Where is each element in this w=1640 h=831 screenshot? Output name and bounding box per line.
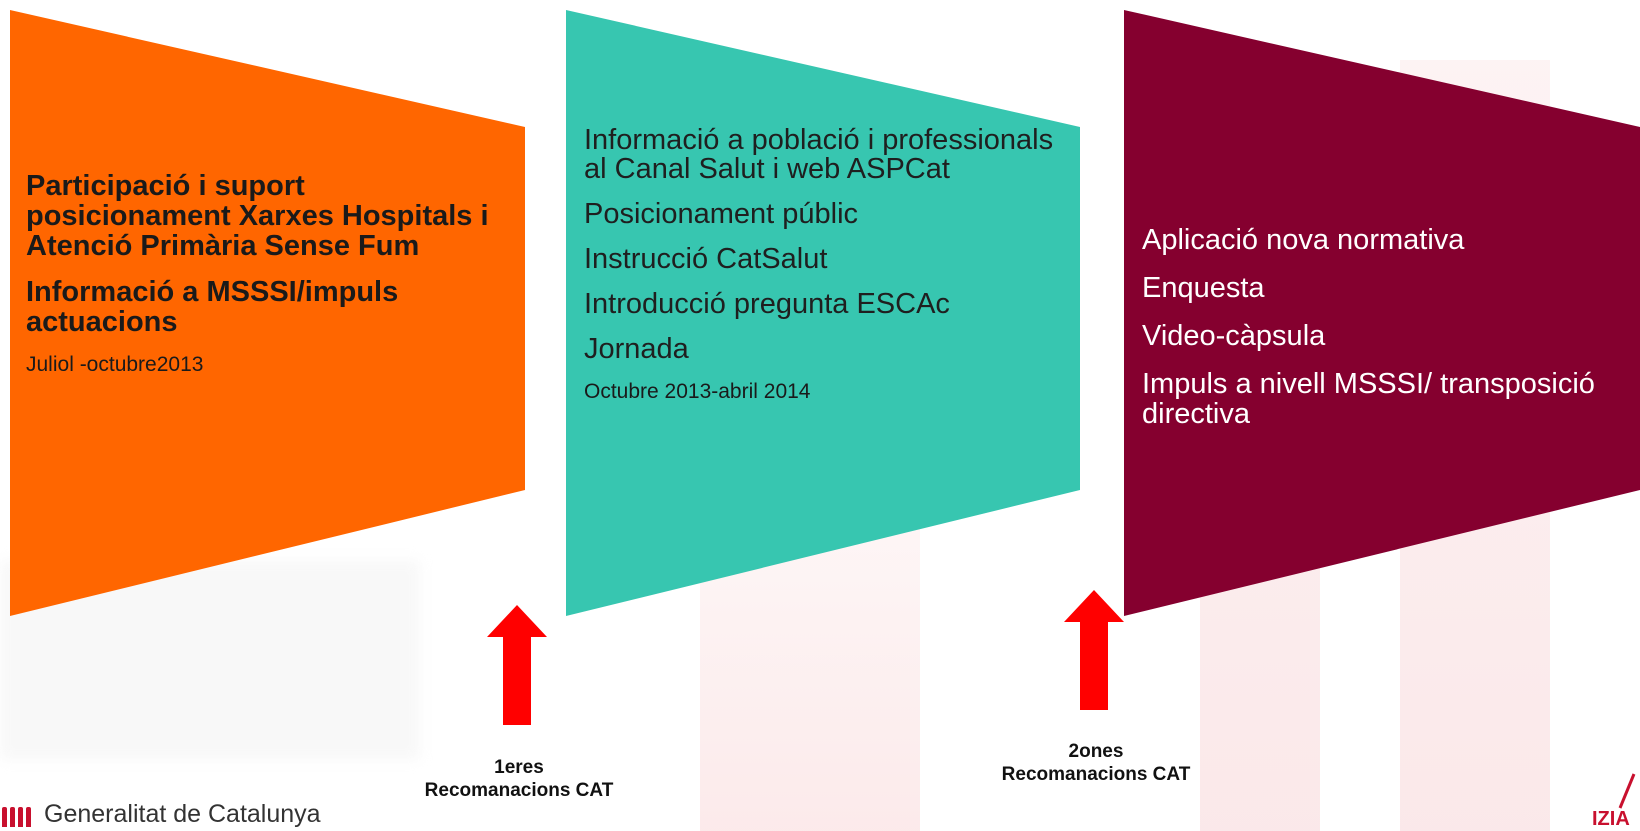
generalitat-logo: Generalitat de Catalunya (0, 800, 321, 829)
step-3-line: Impuls a nivell MSSSI/ transposició dire… (1142, 368, 1595, 430)
step-3-line: Enquesta (1142, 272, 1265, 304)
step-2-line: Informació a població i professionals al… (584, 124, 1054, 185)
recommendation-label-1: 1eres Recomanacions CAT (424, 757, 614, 801)
step-1-line: Informació a MSSSI/impuls actuacions (26, 276, 399, 338)
step-2-date: Octubre 2013-abril 2014 (584, 380, 811, 403)
step-3-content: Aplicació nova normativa Enquesta Video-… (1142, 225, 1632, 447)
step-2-line: Jornada (584, 333, 689, 365)
org-name: Generalitat de Catalunya (44, 800, 321, 828)
step-1-content: Participació i suport posicionament Xarx… (26, 171, 516, 377)
generalitat-emblem-icon (0, 803, 34, 827)
timeline-step-2: Informació a població i professionals al… (566, 10, 1080, 616)
timeline-step-1: Participació i suport posicionament Xarx… (10, 10, 525, 616)
up-arrow-icon (487, 605, 547, 725)
step-1-date: Juliol -octubre2013 (26, 353, 204, 376)
corner-logo: IZIA (1590, 770, 1640, 831)
timeline-step-3: Aplicació nova normativa Enquesta Video-… (1124, 10, 1640, 616)
step-3-line: Video-càpsula (1142, 320, 1326, 352)
step-2-line: Posicionament públic (584, 198, 859, 230)
step-2-content: Informació a població i professionals al… (584, 126, 1064, 404)
up-arrow-icon (1064, 590, 1124, 710)
step-2-line: Instrucció CatSalut (584, 243, 828, 275)
corner-logo-text: IZIA (1592, 808, 1630, 830)
step-1-line: Participació i suport posicionament Xarx… (26, 170, 489, 262)
step-2-line: Introducció pregunta ESCAc (584, 288, 950, 320)
step-3-line: Aplicació nova normativa (1142, 224, 1465, 256)
recommendation-label-2: 2ones Recomanacions CAT (1001, 741, 1191, 785)
